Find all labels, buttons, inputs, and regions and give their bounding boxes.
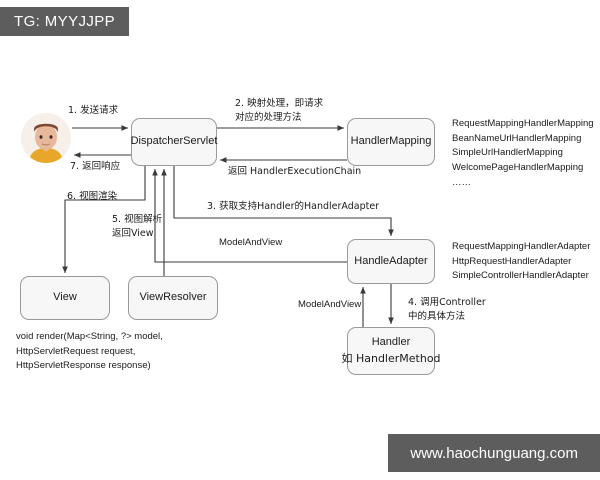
node-view-resolver-label: ViewResolver	[139, 291, 207, 304]
node-dispatcher-servlet-label: DispatcherServlet	[130, 135, 218, 148]
node-handler-label-line2: 如 HandlerMethod	[341, 352, 441, 365]
edge-label-step7: 7. 返回响应	[70, 161, 121, 172]
edge-label-step3: 3. 获取支持Handler的HandlerAdapter	[207, 201, 380, 212]
tg-banner: TG: MYYJJPP	[0, 7, 130, 36]
node-handler-mapping[interactable]: HandlerMapping	[347, 118, 435, 166]
handler-adapter-implementations: RequestMappingHandlerAdapter HttpRequest…	[452, 241, 591, 282]
edge-label-step5: 5. 视图解析 返回View	[112, 214, 163, 240]
edge-label-step2: 2. 映射处理，即请求 对应的处理方法	[235, 98, 324, 124]
edge-dispatcher-to-handleadapter	[173, 166, 394, 236]
edge-handleadapter-to-dispatcher	[152, 169, 347, 263]
site-watermark: www.haochunguang.com	[388, 434, 600, 472]
edge-label-step4: 4. 调用Controller 中的具体方法	[408, 297, 486, 323]
user-avatar	[21, 113, 71, 163]
node-handler-mapping-label: HandlerMapping	[350, 135, 432, 148]
node-handler-label-line1: Handler	[371, 336, 411, 349]
node-view[interactable]: View	[20, 276, 110, 320]
node-handle-adapter-label: HandleAdapter	[354, 254, 428, 267]
edge-dispatcher-to-view	[62, 166, 146, 273]
tg-banner-label: TG: MYYJJPP	[14, 13, 116, 30]
node-dispatcher-servlet[interactable]: DispatcherServlet	[131, 118, 217, 166]
site-watermark-label: www.haochunguang.com	[410, 444, 578, 462]
edge-label-step1: 1. 发送请求	[68, 105, 119, 116]
node-view-label: View	[53, 291, 77, 304]
node-handle-adapter[interactable]: HandleAdapter	[347, 239, 435, 284]
edge-label-model-and-view-2: ModelAndView	[298, 299, 362, 310]
edge-label-model-and-view-1: ModelAndView	[219, 237, 283, 248]
node-handler[interactable]: Handler 如 HandlerMethod	[341, 327, 441, 375]
view-render-signature: void render(Map<String, ?> model, HttpSe…	[16, 331, 163, 372]
edge-label-return-chain: 返回 HandlerExecutionChain	[228, 166, 362, 177]
edge-label-step6: 6. 视图渲染	[67, 191, 118, 202]
handler-mapping-implementations: RequestMappingHandlerMapping BeanNameUrl…	[452, 118, 594, 188]
node-view-resolver[interactable]: ViewResolver	[128, 276, 218, 320]
avatar-illustration	[21, 113, 71, 163]
